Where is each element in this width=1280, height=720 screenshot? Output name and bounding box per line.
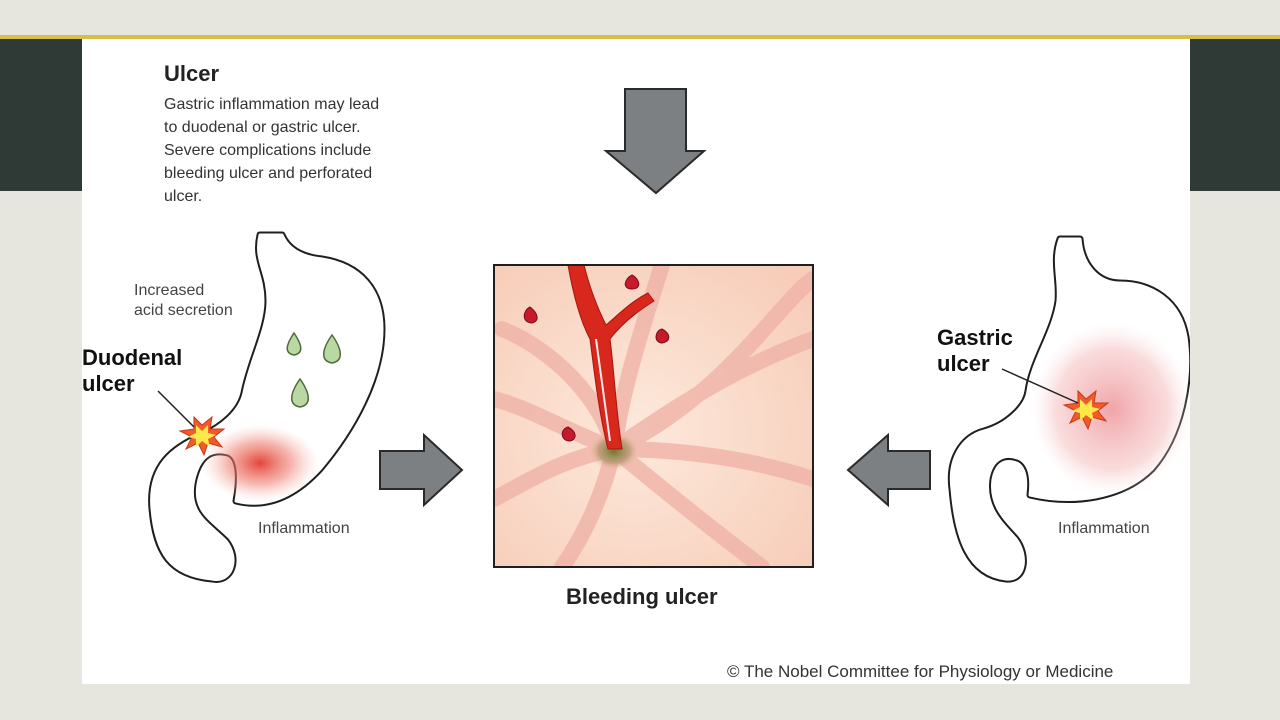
arrow-right-icon (379, 432, 464, 508)
acid-drop-icon (286, 331, 341, 408)
gastric-ulcer-label: Gastric ulcer (937, 325, 1013, 376)
arrow-down-icon (603, 88, 707, 195)
ulcer-diagram (148, 88, 1190, 583)
right-stomach-illustration (947, 235, 1190, 583)
arrow-left-icon (846, 432, 931, 508)
diagram-description: Gastric inflammation may lead to duodena… (164, 96, 380, 205)
credit-line: © The Nobel Committee for Physiology or … (727, 662, 1114, 681)
left-inflammation-label: Inflammation (258, 520, 350, 537)
burst-icon (1062, 389, 1110, 431)
left-stomach-illustration (148, 231, 386, 583)
diagram-panel: Ulcer Gastric inflammation may lead to d… (82, 39, 1190, 684)
duodenal-ulcer-label: Duodenal ulcer (82, 345, 183, 396)
diagram-title: Ulcer (164, 61, 220, 86)
burst-icon (178, 415, 226, 457)
right-inflammation-label: Inflammation (1058, 520, 1150, 537)
bleeding-ulcer-caption: Bleeding ulcer (566, 584, 718, 609)
bleeding-ulcer-closeup (493, 264, 814, 568)
acid-secretion-label: Increased acid secretion (134, 282, 233, 319)
